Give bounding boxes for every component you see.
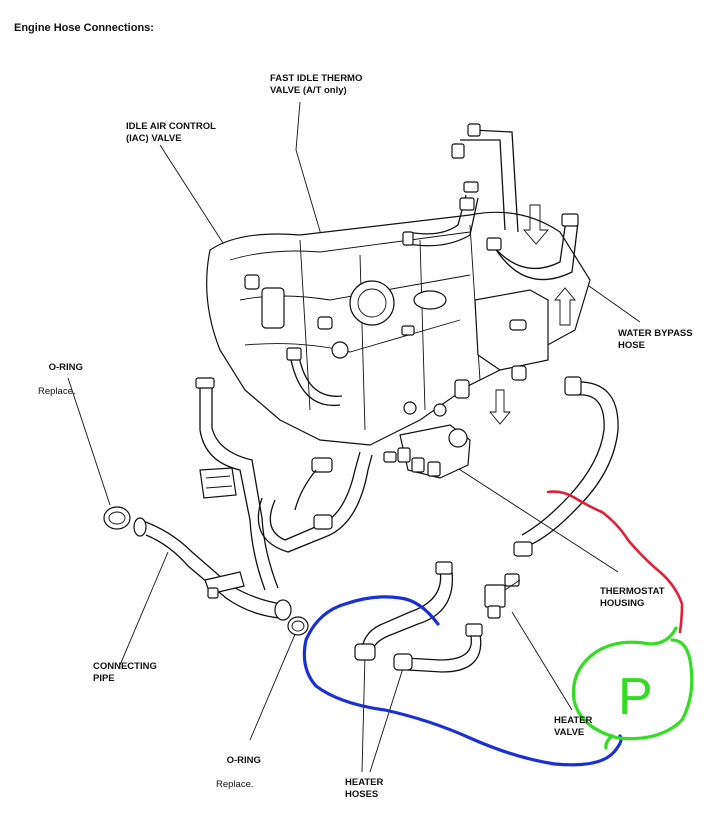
- label-oring-bottom-title: O-RING: [226, 755, 261, 766]
- leader-heater-valve: [511, 611, 573, 711]
- upper-hoses: [402, 123, 579, 281]
- lower-hoses: [257, 451, 373, 553]
- leader-connecting-pipe: [119, 551, 169, 666]
- leader-thermostat: [444, 459, 619, 573]
- leader-heater-hose-2: [369, 664, 405, 773]
- connecting-pipe-part: [103, 506, 309, 636]
- label-iac-valve: IDLE AIR CONTROL (IAC) VALVE: [126, 121, 216, 144]
- label-fast-idle-thermo-valve: FAST IDLE THERMO VALVE (A/T only): [270, 73, 363, 96]
- oring-top-shape: [103, 506, 131, 530]
- page-title: Engine Hose Connections:: [14, 22, 154, 34]
- label-thermostat-housing: THERMOSTAT HOUSING: [600, 586, 665, 609]
- intake-manifold: [206, 211, 591, 446]
- label-oring-top-title: O-RING: [48, 362, 83, 373]
- heater-valve-part: [484, 573, 521, 619]
- thermostat-housing: [383, 401, 471, 479]
- right-heater-hose: [513, 376, 619, 557]
- heater-hoses-part: [354, 561, 483, 673]
- iac-hoses: [195, 347, 343, 591]
- label-oring-bottom-note: Replace.: [216, 779, 254, 790]
- green-circle-annotation: [571, 626, 694, 741]
- leader-oring-bottom: [249, 631, 297, 741]
- blue-loop-annotation: [302, 595, 623, 767]
- handwritten-annotations: P: [302, 490, 694, 767]
- label-oring-top-note: Replace.: [38, 386, 76, 397]
- label-water-bypass-hose: WATER BYPASS HOSE: [618, 328, 693, 351]
- label-oring-bottom: O-RING Replace.: [216, 743, 261, 815]
- label-connecting-pipe: CONNECTING PIPE: [93, 661, 157, 684]
- label-heater-hoses: HEATER HOSES: [345, 777, 384, 800]
- handwritten-p-label: P: [618, 668, 653, 726]
- leader-heater-hose-1: [361, 654, 366, 773]
- oring-bottom-shape: [287, 616, 309, 636]
- label-oring-top: O-RING Replace.: [38, 350, 83, 422]
- leader-oring-top: [67, 377, 111, 506]
- label-heater-valve: HEATER VALVE: [554, 715, 593, 738]
- red-line-annotation: [546, 490, 684, 634]
